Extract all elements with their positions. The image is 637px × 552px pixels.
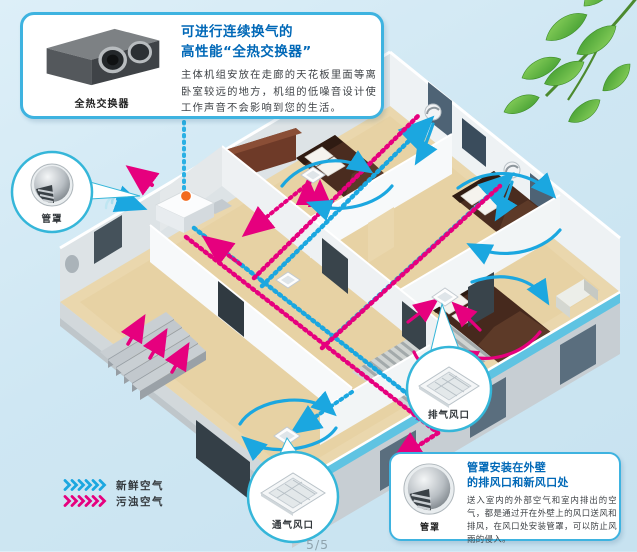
callout-air-vent: 通气风口 — [246, 450, 340, 544]
top-box-title-line2: 高性能“全热交换器” — [181, 43, 312, 60]
bottom-box-title: 管罩安装在外壁 的排风口和新风口处 — [467, 461, 617, 491]
interior-walls — [149, 133, 561, 445]
heat-exchanger-unit-3d — [155, 189, 232, 233]
hood-image-label: 管罩 — [419, 523, 440, 533]
armchair — [556, 279, 598, 318]
fresh-air-arrows-icon — [63, 479, 107, 491]
top-box-title: 可进行连续换气的 高性能“全热交换器” — [181, 23, 377, 62]
polluted-air-arrows-icon — [63, 495, 107, 507]
product-label: 全热交换器 — [74, 99, 130, 110]
callout-exhaust-label: 排气风口 — [428, 409, 470, 421]
pipe-hood-image — [403, 463, 455, 515]
legend-polluted-air-label: 污浊空气 — [116, 495, 164, 508]
house-3d — [59, 50, 621, 548]
ceiling-vent-icon — [273, 166, 459, 446]
heat-exchanger-info-box: 全热交换器 可进行连续换气的 高性能“全热交换器” 主体机组安放在走廊的天花板里… — [20, 12, 384, 119]
legend-polluted-air: 污浊空气 — [62, 493, 164, 509]
callout-exhaust-vent: 排气风口 — [405, 345, 493, 433]
legend-fresh-air-label: 新鲜空气 — [116, 479, 164, 492]
legend-fresh-air: 新鲜空气 — [62, 477, 164, 493]
air-legend: 新鲜空气 污浊空气 — [62, 477, 164, 509]
grille-vent-icon — [418, 366, 480, 408]
heat-exchanger-product-image — [46, 28, 160, 86]
callout-hood-label: 管罩 — [41, 213, 62, 225]
callout-hood: 管罩 — [10, 150, 94, 234]
top-box-body: 主体机组安放在走廊的天花板里面等离卧室较远的地方，机组的低噪音设计使工作声音不会… — [181, 69, 377, 115]
callout-air-vent-label: 通气风口 — [272, 519, 314, 531]
hood-info-box: 管罩 管罩安装在外壁 的排风口和新风口处 送入室内的外部空气和室内排出的空气，都… — [389, 452, 621, 544]
pipe-hood-icon — [30, 163, 74, 207]
bottom-box-body: 送入室内的外部空气和室内排出的空气，都是通过开在外壁上的风口送风和排风，在风口处… — [467, 494, 617, 544]
top-box-title-line1: 可进行连续换气的 — [181, 24, 293, 40]
page-number: 5/5 — [306, 537, 330, 552]
grille-vent-icon — [260, 472, 326, 516]
bottom-box-title-line2: 的排风口和新风口处 — [467, 475, 569, 489]
leaf-decoration — [503, 0, 637, 123]
bottom-box-title-line1: 管罩安装在外壁 — [467, 461, 547, 474]
